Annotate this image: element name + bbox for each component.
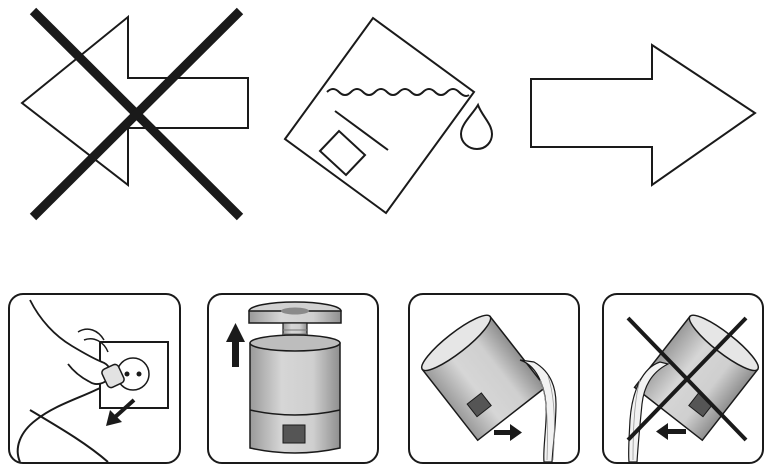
- cross-out-mark-small: [626, 316, 748, 442]
- tank-pour-icon: [283, 16, 476, 215]
- arrow-down-left-icon: [106, 398, 136, 426]
- water-drop-icon: [459, 102, 494, 151]
- arrow-right-small-icon: [494, 424, 522, 441]
- arrow-up-icon: [226, 323, 245, 367]
- cross-out-mark: [29, 7, 244, 221]
- wall-socket-icon: [99, 341, 169, 409]
- tank-tilted-right-icon: [420, 314, 547, 442]
- step-unplug-panel: [8, 293, 181, 464]
- step-pour-right-panel: [408, 293, 580, 464]
- humidifier-top-cap-icon: [248, 301, 342, 338]
- step-pour-left-panel: [602, 293, 764, 464]
- hand-plug-icon: [16, 299, 125, 463]
- arrow-left-small-icon: [656, 423, 686, 440]
- water-stream-left-icon: [627, 361, 670, 463]
- arrow-right-icon: [530, 43, 757, 187]
- humidifier-body-icon: [249, 334, 341, 454]
- water-stream-icon: [519, 359, 557, 463]
- step-lift-top-panel: [207, 293, 379, 464]
